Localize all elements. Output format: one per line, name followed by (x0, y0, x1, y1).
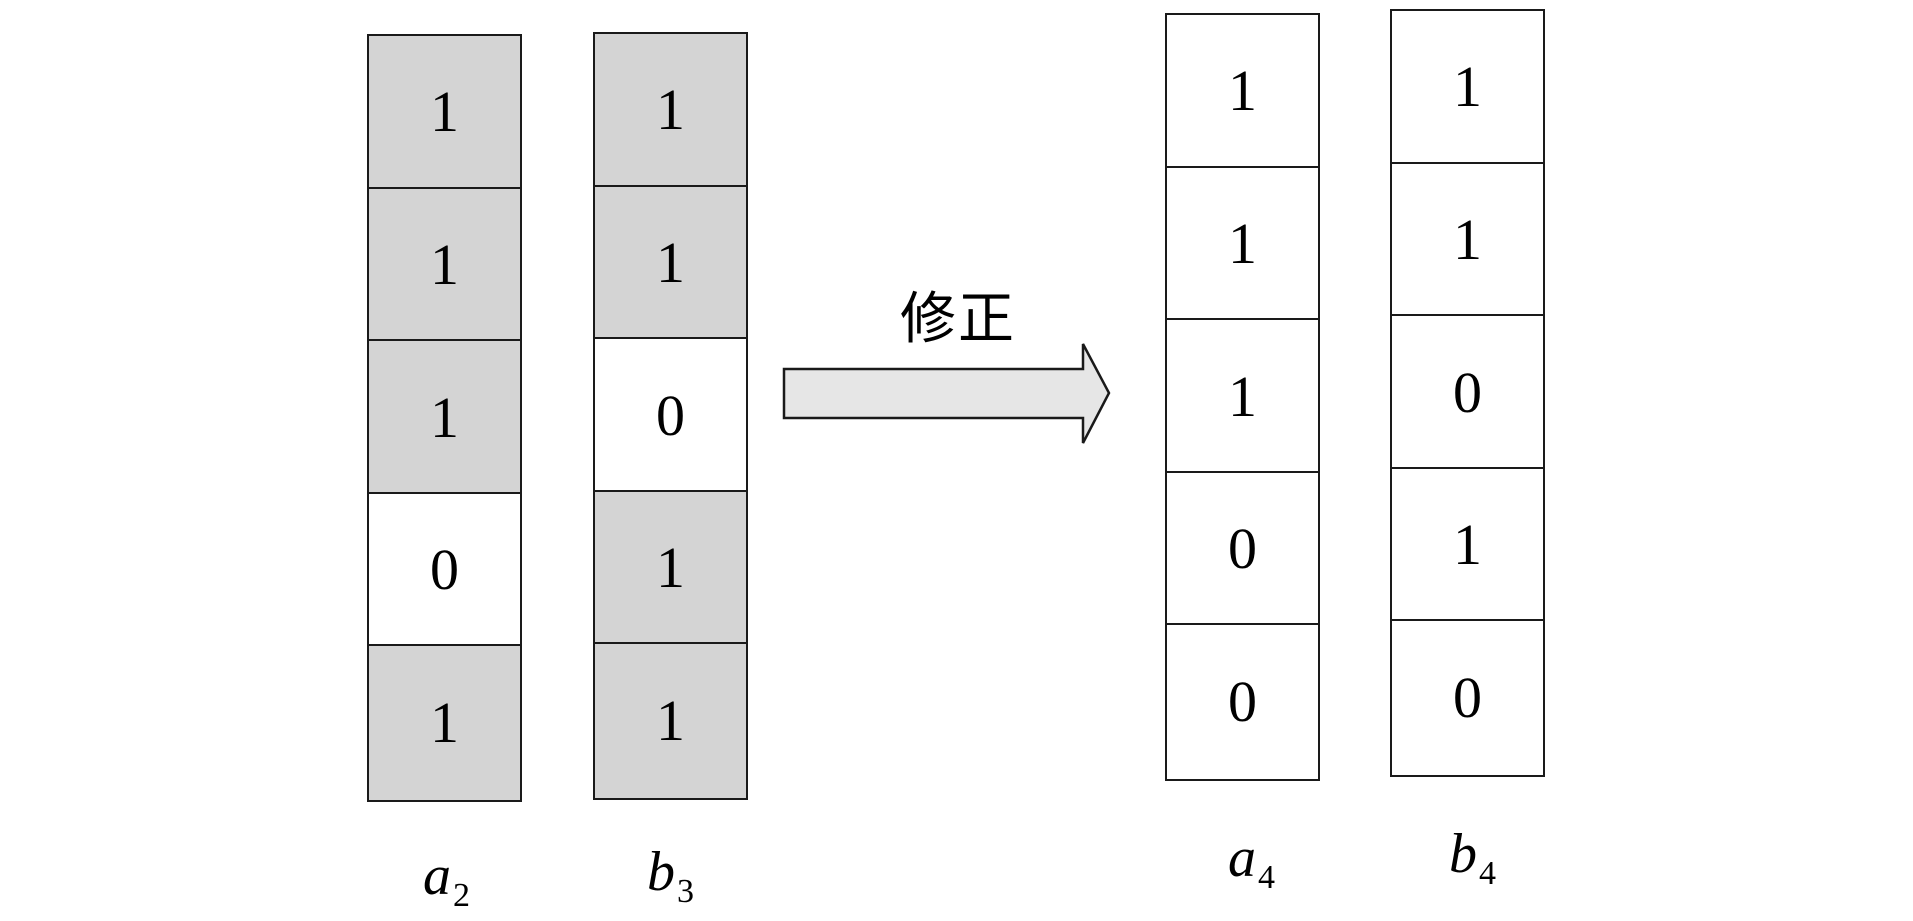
column-label-b3: b3 (647, 844, 694, 909)
bit-cell: 1 (367, 339, 522, 497)
bit-cell: 0 (1390, 314, 1545, 472)
label-var: b (1449, 823, 1477, 885)
column-label-a4: a4 (1228, 830, 1275, 895)
bit-cell: 1 (1165, 165, 1320, 323)
bit-cell: 1 (367, 644, 522, 802)
column-label-b4: b4 (1449, 826, 1496, 891)
bit-cell: 1 (593, 184, 748, 342)
arrow-label: 修正 (900, 287, 1016, 352)
label-subscript: 4 (1479, 854, 1496, 892)
label-subscript: 4 (1258, 858, 1275, 896)
bit-cell: 1 (1390, 9, 1545, 164)
bit-cell: 1 (1165, 13, 1320, 168)
bit-cell: 0 (1165, 470, 1320, 628)
column-label-a2: a2 (423, 848, 470, 913)
label-var: a (423, 845, 451, 907)
bit-cell: 0 (593, 337, 748, 495)
bit-cell: 1 (1390, 466, 1545, 624)
bit-cell: 1 (1390, 161, 1545, 319)
bit-cell: 0 (1390, 619, 1545, 777)
label-subscript: 2 (453, 876, 470, 914)
bit-cell: 1 (367, 34, 522, 189)
bit-cell: 0 (1165, 623, 1320, 781)
bit-cell: 1 (593, 32, 748, 187)
label-subscript: 3 (677, 872, 694, 910)
label-var: b (647, 841, 675, 903)
label-var: a (1228, 827, 1256, 889)
bit-cell: 1 (593, 642, 748, 800)
bit-cell: 0 (367, 491, 522, 649)
arrow-shape (782, 343, 1111, 444)
bit-cell: 1 (593, 489, 748, 647)
